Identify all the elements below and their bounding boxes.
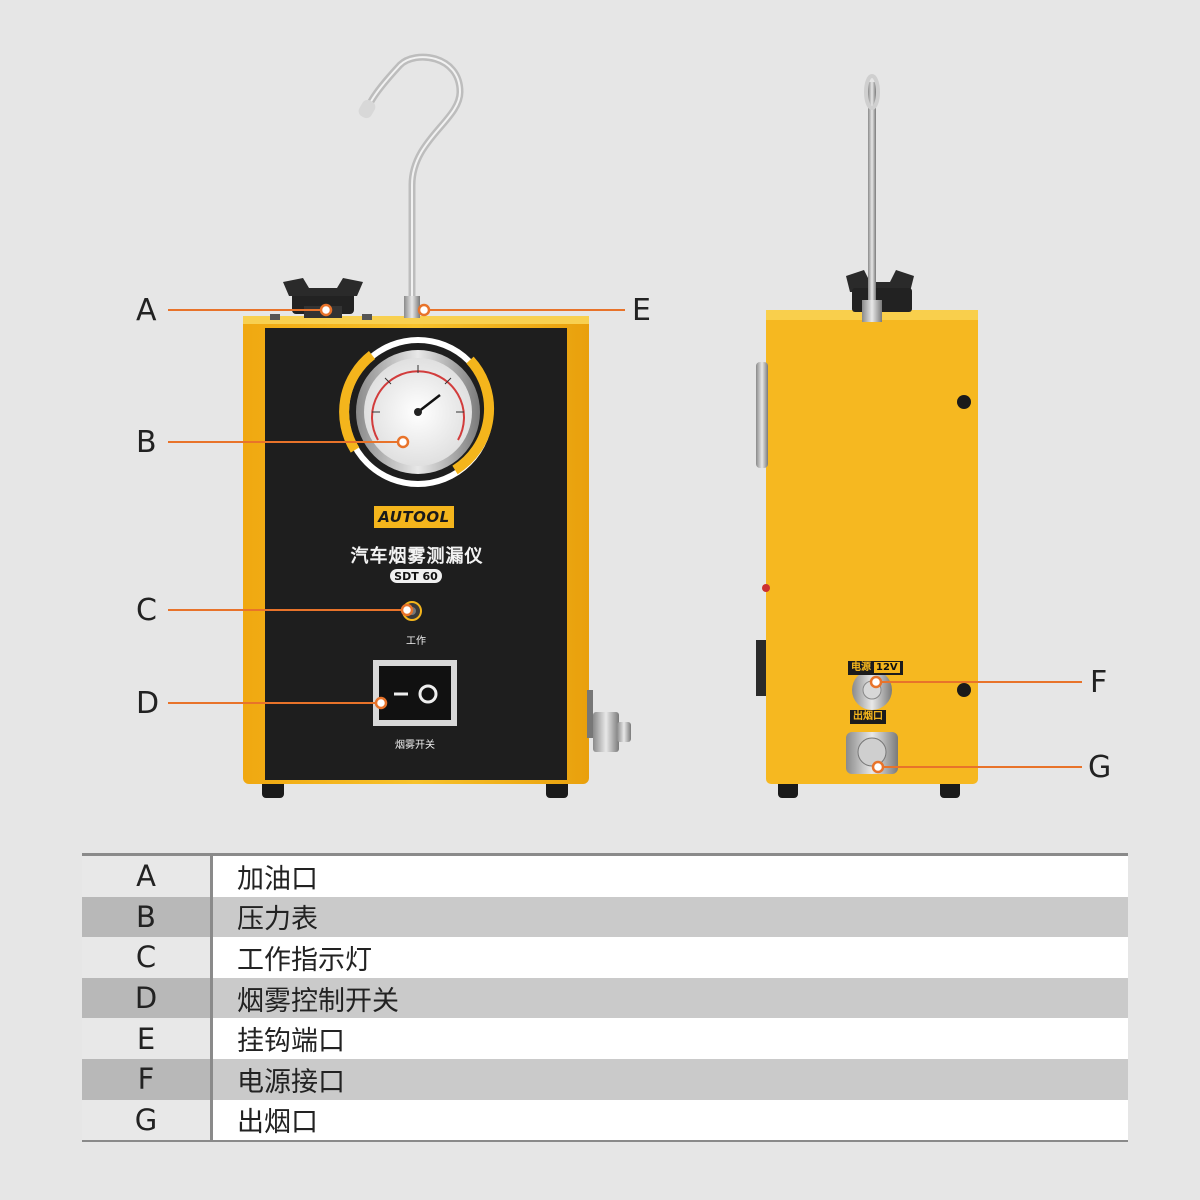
brand-logo: AUTOOL xyxy=(372,504,456,530)
hook xyxy=(364,53,464,304)
row-key: G xyxy=(82,1099,213,1141)
device-drawing xyxy=(168,53,1082,798)
parts-table: A 加油口 B 压力表 C 工作指示灯 D 烟雾控制开关 E 挂钩端口 F 电源… xyxy=(82,853,1128,1143)
front-outlet xyxy=(593,712,619,752)
table-row: D 烟雾控制开关 xyxy=(82,977,1128,1019)
callout-g: G xyxy=(1088,750,1112,785)
side-foot-right xyxy=(940,780,960,798)
callout-d: D xyxy=(136,686,160,721)
callout-a: A xyxy=(136,293,157,328)
front-foot-right xyxy=(546,780,568,798)
row-value: 出烟口 xyxy=(237,1107,318,1139)
callout-e: E xyxy=(632,293,651,328)
row-value: 电源接口 xyxy=(237,1066,345,1098)
table-row: G 出烟口 xyxy=(82,1099,1128,1141)
table-row: B 压力表 xyxy=(82,896,1128,938)
smoke-outlet-label: 出烟口 xyxy=(850,710,886,724)
row-key: F xyxy=(82,1058,213,1100)
row-key: D xyxy=(82,977,213,1019)
row-value: 烟雾控制开关 xyxy=(237,985,399,1017)
power-voltage: 12V xyxy=(874,662,900,673)
row-value: 压力表 xyxy=(237,904,318,936)
side-foot-left xyxy=(778,780,798,798)
row-value: 工作指示灯 xyxy=(237,944,372,976)
row-key: C xyxy=(82,937,213,978)
row-value: 加油口 xyxy=(237,863,318,895)
product-name: 汽车烟雾测漏仪 xyxy=(350,546,484,567)
row-key: B xyxy=(82,896,213,938)
side-body xyxy=(766,310,978,784)
table-row: F 电源接口 xyxy=(82,1058,1128,1100)
row-key: E xyxy=(82,1018,213,1059)
switch-label: 烟雾开关 xyxy=(395,740,435,751)
row-value: 挂钩端口 xyxy=(237,1026,345,1058)
front-foot-left xyxy=(262,780,284,798)
callout-f: F xyxy=(1090,665,1108,700)
table-row: E 挂钩端口 xyxy=(82,1018,1128,1059)
row-key: A xyxy=(82,856,213,897)
callout-c: C xyxy=(136,593,157,628)
table-row: A 加油口 xyxy=(82,856,1128,897)
indicator-label: 工作 xyxy=(406,636,426,647)
model-badge: SDT 60 xyxy=(390,569,442,583)
product-illustration: A B C D E F G AUTOOL 汽车烟雾测漏仪 SDT 60 工作 烟… xyxy=(136,53,1112,798)
side-hook xyxy=(868,82,876,322)
table-row: C 工作指示灯 xyxy=(82,937,1128,978)
callout-b: B xyxy=(136,425,157,460)
power-label-text: 电源 xyxy=(851,662,871,673)
